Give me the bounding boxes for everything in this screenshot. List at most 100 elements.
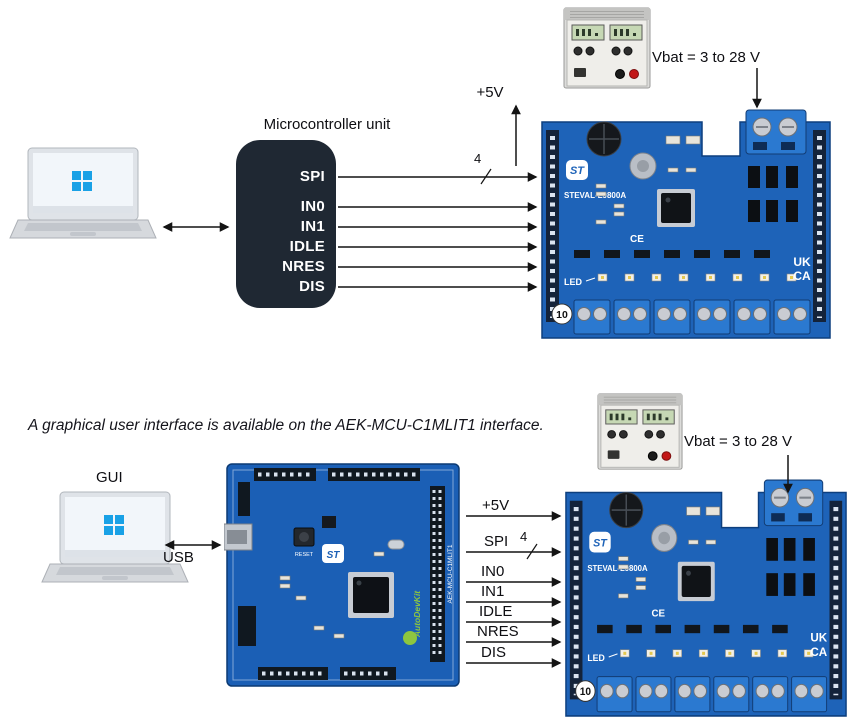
psu-knobs: [607, 430, 665, 439]
psu-terminal-negative: [647, 451, 658, 461]
passive-components: [595, 135, 701, 225]
mcu-unit-title: Microcontroller unit: [263, 116, 391, 133]
laptop-keyboard: [24, 223, 142, 231]
signal-label-idle-top: IDLE: [289, 238, 325, 255]
power-supply-image-bottom: [596, 392, 684, 472]
power-supply-icon: [597, 393, 683, 470]
microcontroller-unit-block: SPI IN0 IN1 IDLE NRES DIS: [236, 140, 336, 308]
gui-caption: A graphical user interface is available …: [28, 417, 544, 434]
signal-label-in0-bottom: IN0: [481, 563, 505, 580]
board-name-silkscreen: STEVAL-L9800A: [587, 564, 647, 573]
callout-circle: [551, 303, 573, 325]
aek-mcu-board-icon: RESET ST AutoDevKit AEK-MCU-C1MLIT1: [224, 463, 460, 687]
signal-label-spi-top: SPI: [299, 168, 325, 185]
taskbar: [33, 206, 133, 213]
signal-label-idle-bottom: IDLE: [479, 603, 513, 620]
laptop-icon: [41, 491, 189, 583]
plus5v-label-top: +5V: [476, 84, 504, 101]
crystal: [387, 539, 405, 550]
laptop-image-bottom: [40, 490, 190, 588]
left-pin-header: [546, 130, 559, 322]
psu-knobs: [573, 46, 633, 56]
right-pin-header: [813, 130, 826, 322]
jumper-blocks: [748, 166, 798, 222]
board-id-silkscreen: AEK-MCU-C1MLIT1: [447, 544, 454, 603]
laptop-icon: [9, 147, 157, 239]
swd-header: [238, 482, 250, 516]
psu-display-amps: [642, 409, 675, 425]
jumper-header-row: [574, 250, 770, 258]
output-terminal-blocks: [596, 676, 828, 713]
ukca-mark-line2: CA: [793, 269, 811, 283]
spi-bus-slash-bottom: [526, 543, 538, 560]
st-logo: [322, 544, 344, 563]
steval-board-image-bottom: ST STEVAL-L9800A CE LED: [564, 478, 848, 718]
signal-label-in1-top: IN1: [300, 218, 325, 235]
st-logo: [589, 531, 611, 553]
autodevkit-logo-mark: [403, 631, 417, 645]
taskbar: [65, 550, 165, 557]
plus5v-label-bottom: +5V: [482, 497, 510, 514]
signal-label-dis-top: DIS: [299, 278, 325, 295]
spi-bus-slash-top: [480, 168, 492, 185]
laptop-touchpad: [102, 576, 128, 580]
bus-width-label-bottom: 4: [520, 529, 528, 544]
signal-label-dis-bottom: DIS: [481, 644, 507, 661]
steval-board-icon: ST STEVAL-L9800A CE LED: [541, 109, 831, 339]
led-silkscreen-label: LED: [587, 653, 605, 663]
power-supply-image-top: [562, 6, 652, 91]
windows-logo-icon: [72, 171, 92, 191]
ce-mark: CE: [652, 608, 666, 619]
svg-text:ST: ST: [570, 165, 585, 177]
mcu-chip: [353, 577, 389, 613]
arduino-headers: [254, 468, 420, 680]
svg-text:ST: ST: [327, 550, 341, 561]
svg-text:ST: ST: [593, 537, 608, 549]
pcb-outline: [226, 463, 460, 687]
st-logo: [566, 160, 588, 180]
ce-mark: CE: [630, 234, 644, 245]
jumper-header-row: [597, 624, 788, 634]
reset-silkscreen: RESET: [295, 552, 314, 558]
led-silkscreen-label: LED: [564, 277, 583, 287]
passive-components: [279, 551, 385, 639]
ukca-mark-line1: UK: [810, 630, 827, 644]
power-jumper-block: [238, 606, 256, 646]
windows-logo-icon: [104, 515, 124, 535]
driver-ic: [661, 193, 691, 223]
psu-terminal-negative: [615, 69, 625, 79]
board-name-silkscreen: STEVAL-L9800A: [564, 191, 626, 200]
callout-circle: [575, 680, 596, 702]
left-pin-header: [569, 500, 583, 700]
vbat-label-top: Vbat = 3 to 28 V: [652, 49, 760, 66]
led-row: [620, 649, 814, 658]
autodevkit-wordmark: AutoDevKit: [412, 590, 422, 638]
laptop-keyboard: [56, 567, 174, 575]
steval-board-icon: ST STEVAL-L9800A CE LED: [565, 479, 847, 717]
passive-components: [618, 506, 720, 599]
signal-label-in1-bottom: IN1: [481, 583, 505, 600]
vbat-label-bottom: Vbat = 3 to 28 V: [684, 433, 792, 450]
jumper-blocks: [766, 538, 815, 596]
psu-power-switch: [607, 450, 620, 459]
psu-power-switch: [574, 68, 586, 77]
output-terminal-blocks: [573, 299, 811, 335]
usb-label: USB: [163, 549, 194, 566]
gui-label: GUI: [96, 469, 123, 486]
bus-width-label-top: 4: [474, 151, 482, 166]
signal-label-nres-bottom: NRES: [477, 623, 519, 640]
steval-board-image-top: ST STEVAL-L9800A CE LED: [540, 108, 832, 340]
aek-mcu-board-image: RESET ST AutoDevKit AEK-MCU-C1MLIT1: [224, 456, 462, 692]
ukca-mark-line1: UK: [793, 255, 811, 269]
driver-ic: [681, 565, 711, 597]
svg-text:10: 10: [580, 686, 591, 698]
svg-text:10: 10: [556, 309, 568, 321]
ukca-mark-line2: CA: [810, 645, 827, 659]
morpho-header: [430, 486, 445, 662]
signal-label-spi-bottom: SPI: [484, 533, 509, 550]
right-pin-header: [829, 500, 843, 700]
power-supply-icon: [563, 7, 651, 89]
laptop-image-top: [8, 146, 158, 244]
led-row: [597, 273, 797, 282]
